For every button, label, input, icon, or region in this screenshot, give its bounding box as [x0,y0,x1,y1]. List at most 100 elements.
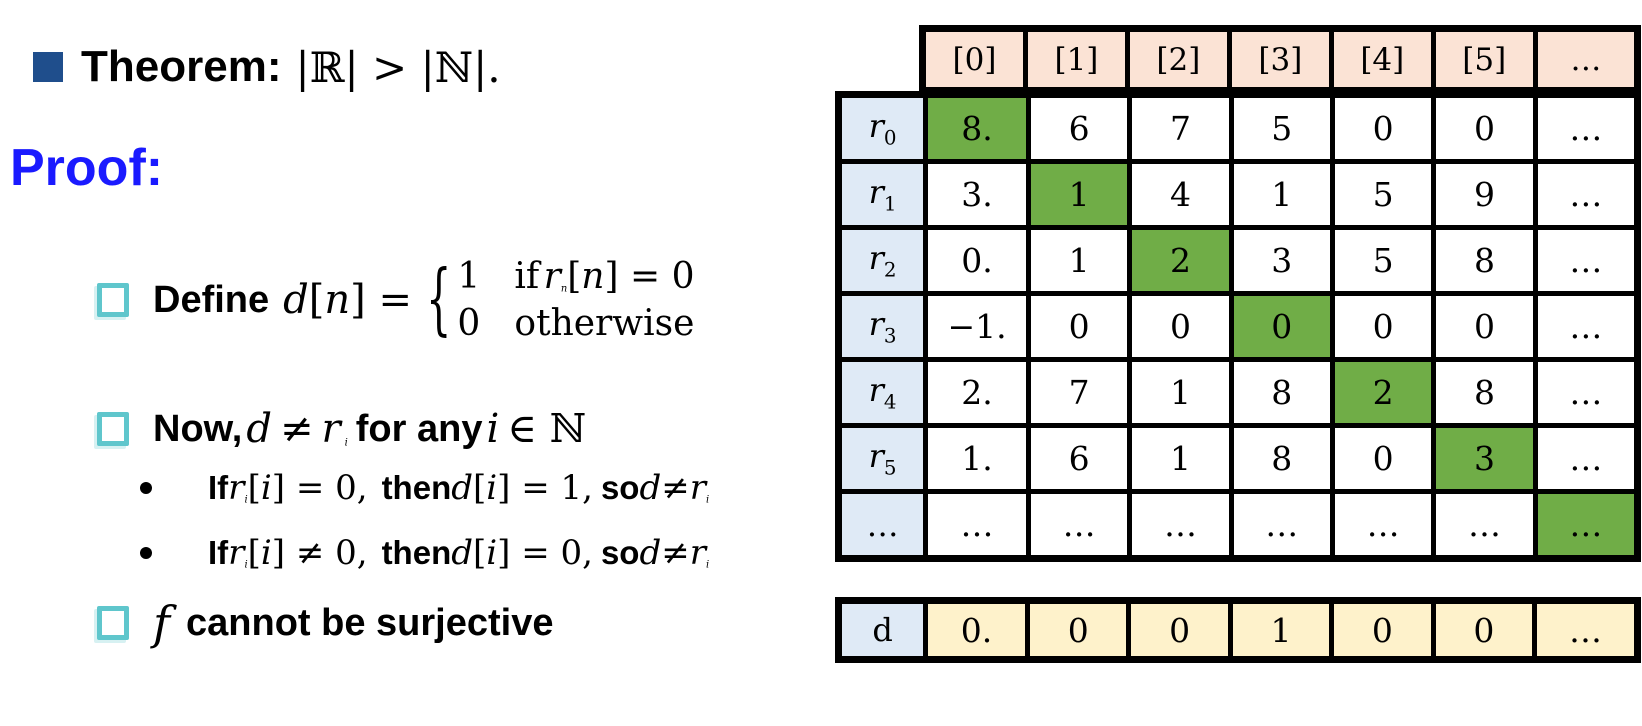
matrix-cell: … [1228,489,1335,561]
matrix-cell: 2. [923,357,1031,428]
matrix-diagonal-cell: 8. [923,92,1031,164]
square-bullet-icon [97,283,129,317]
matrix-col-header: [0] [920,26,1028,93]
matrix-cell: … [1532,225,1641,296]
define-lhs: d[n] = [283,277,412,323]
conclusion-bullet-item: f cannot be surjective [97,596,554,650]
theorem-title: Theorem: |ℝ| > |ℕ|. [33,42,501,92]
matrix-row-label: r1 [835,159,929,230]
define-bullet-item: Define d[n] = { 1 if rn[n] = 0 0 otherwi… [97,256,694,344]
matrix-col-header: [3] [1226,26,1334,93]
matrix-col-header: [5] [1430,26,1538,93]
matrix-cell: … [1532,357,1641,428]
matrix-diagonal-cell: 2 [1329,357,1437,428]
matrix-cell: 1 [1228,159,1335,230]
define-keyword: Define [153,278,270,321]
matrix-header-table: [0][1][2][3][4][5]… [919,25,1641,94]
matrix-cell: … [1532,423,1641,494]
dot-bullet-icon [140,482,152,494]
matrix-cell: 0. [923,225,1031,296]
matrix-diagonal-cell: 2 [1127,225,1234,296]
case-line-2: If ri[i] ≠ 0, then d[i] = 0, so d ≠ ri [140,533,709,573]
matrix-cell: 0 [1431,291,1538,362]
matrix-cell: … [1532,291,1641,362]
d-row-cell: 0. [923,598,1030,662]
matrix-header-row: [0][1][2][3][4][5]… [920,26,1641,93]
matrix-col-header: … [1532,26,1641,93]
conclusion-text: cannot be surjective [186,601,554,644]
matrix-row-label: … [835,489,929,561]
matrix-cell: … [923,489,1031,561]
matrix-cell: 3 [1228,225,1335,296]
matrix-row-label: r5 [835,423,929,494]
matrix-cell: 1 [1127,357,1234,428]
matrix-cell: 0 [1025,291,1133,362]
matrix-cell: 5 [1329,159,1437,230]
matrix-cell: 0 [1431,92,1538,164]
matrix-row-label: r3 [835,291,929,362]
matrix-cell: … [1127,489,1234,561]
matrix-cell: 0 [1329,291,1437,362]
conclusion-f: f [153,596,171,650]
matrix-cell: … [1431,489,1538,561]
matrix-row: …………………… [835,489,1641,561]
matrix-cell: … [1532,92,1641,164]
d-row-cell: 1 [1227,598,1335,662]
cases-block: 1 if rn[n] = 0 0 otherwise [457,256,694,344]
matrix-cell: −1. [923,291,1031,362]
dot-bullet-icon [140,547,152,559]
matrix-cell: … [1025,489,1133,561]
case1-value: 1 [457,256,481,297]
case1-condition: if rn[n] = 0 [514,256,695,297]
d-row-label: d [835,598,929,662]
matrix-row-label: r4 [835,357,929,428]
matrix-cell: 6 [1025,423,1133,494]
matrix-cell: 7 [1127,92,1234,164]
matrix-col-header: [1] [1022,26,1130,93]
matrix-row-label: r2 [835,225,929,296]
theorem-statement: |ℝ| > |ℕ|. [295,42,501,92]
matrix-cell: 0 [1329,92,1437,164]
d-row-cell: 0 [1430,598,1538,662]
case-line-1: If ri[i] = 0, then d[i] = 1, so d ≠ ri [140,468,709,508]
title-square-bullet-icon [33,52,63,82]
matrix-cell: 8 [1431,225,1538,296]
matrix-cell: 8 [1228,357,1335,428]
d-row-cell: 0 [1126,598,1233,662]
matrix-cell: 5 [1329,225,1437,296]
matrix-diagonal-cell: 3 [1431,423,1538,494]
case2-value: 0 [457,303,481,344]
matrix-col-header: [2] [1124,26,1232,93]
matrix-cell: 6 [1025,92,1133,164]
matrix-cell: 1. [923,423,1031,494]
matrix-diagonal-cell: 1 [1025,159,1133,230]
matrix-cell: 0 [1127,291,1234,362]
matrix-cell: … [1532,159,1641,230]
square-bullet-icon [97,412,129,446]
proof-label: Proof: [10,139,164,197]
matrix-cell: 4 [1127,159,1234,230]
square-bullet-icon [97,606,129,640]
case2-condition: otherwise [514,303,695,344]
d-row-cell: 0 [1024,598,1132,662]
theorem-label: Theorem: [81,42,282,91]
matrix-cell: 1 [1025,225,1133,296]
matrix-cell: 8 [1228,423,1335,494]
matrix-cell: 7 [1025,357,1133,428]
matrix-diagonal-cell: … [1532,489,1641,561]
matrix-cell: 0 [1329,423,1437,494]
cases-brace: { [425,255,452,345]
d-row-cell: … [1532,598,1640,662]
matrix-row-label: r0 [835,92,929,164]
